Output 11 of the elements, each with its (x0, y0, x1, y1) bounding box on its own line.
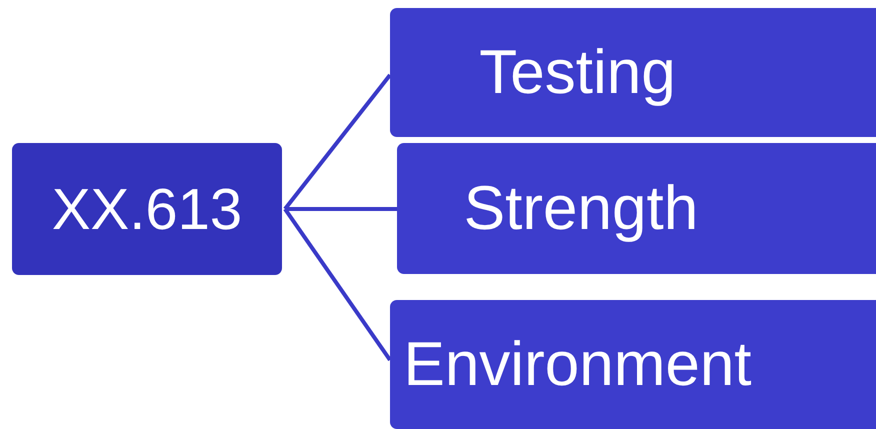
connector-line (285, 207, 397, 211)
node-label: Strength (464, 173, 698, 244)
root-box (12, 143, 282, 275)
branch-box (390, 8, 876, 137)
branch-box (397, 143, 876, 274)
connector-line (283, 74, 392, 210)
node-label: Testing (479, 37, 676, 108)
connector-line (283, 208, 392, 362)
branch-box (390, 300, 876, 429)
node-label: Environment (403, 329, 752, 400)
node-label: XX.613 (52, 176, 242, 242)
